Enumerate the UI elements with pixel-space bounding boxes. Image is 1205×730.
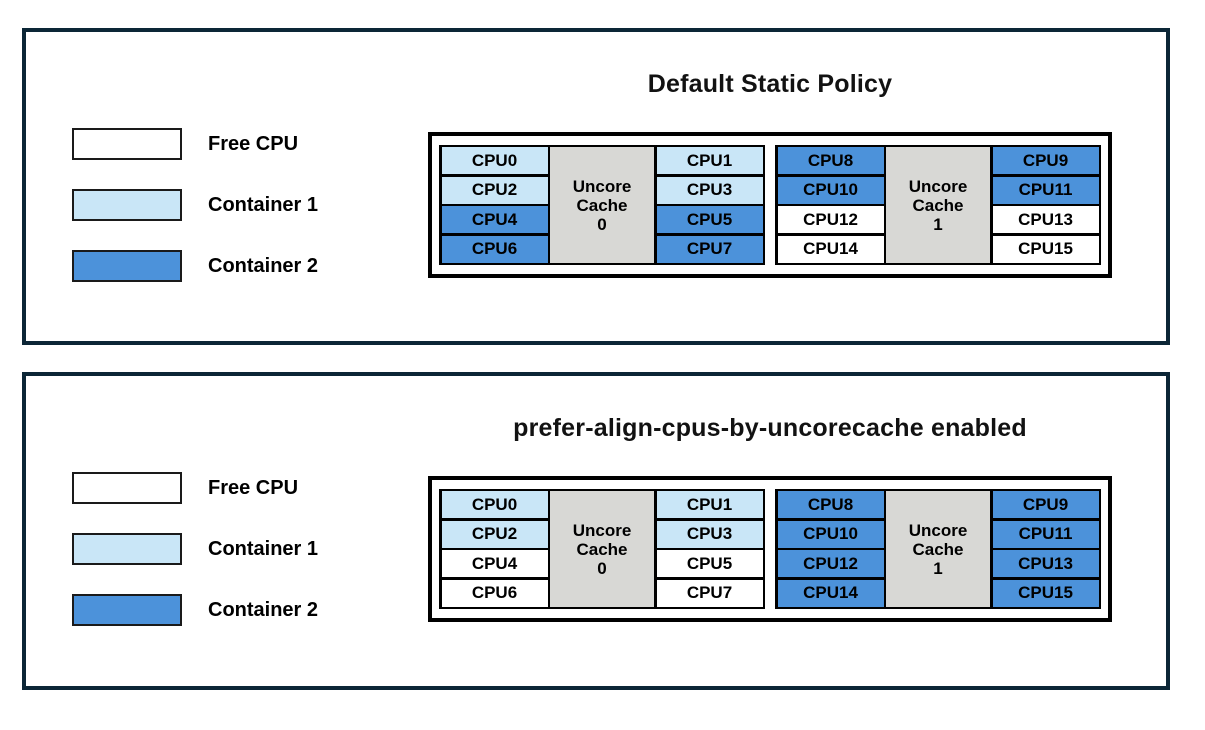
uncore-cache-group-0: CPU0 CPU2 CPU4 CPU6 Uncore Cache 0 CPU1 … — [439, 488, 765, 610]
panel-title: prefer-align-cpus-by-uncorecache enabled — [513, 414, 1027, 442]
uncore-cache-label-line: Uncore — [572, 520, 632, 540]
legend-item-container-2: Container 2 — [72, 250, 318, 282]
uncore-cache-label-line: Cache — [576, 539, 628, 559]
uncore-cache-block: Uncore Cache 1 — [886, 491, 990, 607]
cpu-cell: CPU15 — [992, 579, 1099, 607]
cpu-cell: CPU3 — [656, 520, 763, 548]
uncore-cache-label-line: 0 — [597, 214, 607, 234]
cpu-cell: CPU9 — [992, 147, 1099, 175]
cpu-cell: CPU4 — [441, 206, 548, 234]
uncore-cache-label-line: Cache — [912, 539, 964, 559]
cpu-cell: CPU0 — [441, 491, 548, 519]
legend-swatch-container-1 — [72, 189, 182, 221]
cpu-cell: CPU9 — [992, 491, 1099, 519]
cpu-cell: CPU13 — [992, 550, 1099, 578]
cpu-cell: CPU2 — [441, 520, 548, 548]
legend-item-free-cpu: Free CPU — [72, 472, 318, 504]
cpu-cell: CPU2 — [441, 176, 548, 204]
legend-item-container-2: Container 2 — [72, 594, 318, 626]
legend-swatch-free-cpu — [72, 472, 182, 504]
uncore-cache-group-0: CPU0 CPU2 CPU4 CPU6 Uncore Cache 0 CPU1 … — [439, 144, 765, 266]
legend-swatch-container-2 — [72, 250, 182, 282]
legend-label: Container 2 — [208, 254, 319, 277]
cpu-cell: CPU0 — [441, 147, 548, 175]
legend-swatch-container-1 — [72, 533, 182, 565]
uncore-cache-label-line: Uncore — [908, 176, 968, 196]
uncore-cache-label-line: 1 — [933, 214, 943, 234]
cpu-cell: CPU5 — [656, 550, 763, 578]
panel-title: Default Static Policy — [647, 70, 893, 98]
legend-label: Container 1 — [208, 193, 319, 216]
uncore-cache-label-line: Uncore — [572, 176, 632, 196]
legend-label: Free CPU — [208, 476, 299, 499]
uncore-cache-block: Uncore Cache 0 — [550, 491, 654, 607]
cpu-cell: CPU14 — [777, 235, 884, 263]
cpu-cell: CPU14 — [777, 579, 884, 607]
cpu-cell: CPU1 — [656, 491, 763, 519]
cpu-cell: CPU12 — [777, 550, 884, 578]
uncore-cache-block: Uncore Cache 1 — [886, 147, 990, 263]
cpu-cell: CPU4 — [441, 550, 548, 578]
legend-item-container-1: Container 1 — [72, 189, 318, 221]
cpu-cell: CPU7 — [656, 235, 763, 263]
cpu-cell: CPU3 — [656, 176, 763, 204]
cpu-cell: CPU1 — [656, 147, 763, 175]
cpu-cell: CPU8 — [777, 491, 884, 519]
legend-label: Free CPU — [208, 132, 299, 155]
cpu-cell: CPU12 — [777, 206, 884, 234]
cpu-cell: CPU15 — [992, 235, 1099, 263]
cpu-cell: CPU5 — [656, 206, 763, 234]
legend-label: Container 1 — [208, 537, 319, 560]
uncore-cache-group-1: CPU8 CPU10 CPU12 CPU14 Uncore Cache 1 CP… — [775, 144, 1101, 266]
legend-swatch-free-cpu — [72, 128, 182, 160]
cpu-cell: CPU7 — [656, 579, 763, 607]
cpu-cell: CPU11 — [992, 520, 1099, 548]
uncore-cache-group-1: CPU8 CPU10 CPU12 CPU14 Uncore Cache 1 CP… — [775, 488, 1101, 610]
uncore-cache-label-line: Cache — [576, 195, 628, 215]
cpu-cell: CPU6 — [441, 235, 548, 263]
legend: Free CPU Container 1 Container 2 — [72, 128, 318, 282]
uncore-cache-block: Uncore Cache 0 — [550, 147, 654, 263]
policy-panel-uncorecache-enabled: prefer-align-cpus-by-uncorecache enabled… — [22, 372, 1170, 690]
cpu-cell: CPU10 — [777, 520, 884, 548]
legend-item-free-cpu: Free CPU — [72, 128, 318, 160]
cpu-cell: CPU13 — [992, 206, 1099, 234]
socket-diagram: CPU0 CPU2 CPU4 CPU6 Uncore Cache 0 CPU1 … — [428, 476, 1112, 622]
uncore-cache-label-line: 0 — [597, 558, 607, 578]
legend: Free CPU Container 1 Container 2 — [72, 472, 318, 626]
cpu-cell: CPU6 — [441, 579, 548, 607]
uncore-cache-label-line: Uncore — [908, 520, 968, 540]
legend-swatch-container-2 — [72, 594, 182, 626]
policy-panel-default-static: Default Static Policy Free CPU Container… — [22, 28, 1170, 345]
cpu-cell: CPU8 — [777, 147, 884, 175]
uncore-cache-label-line: 1 — [933, 558, 943, 578]
socket-diagram: CPU0 CPU2 CPU4 CPU6 Uncore Cache 0 CPU1 … — [428, 132, 1112, 278]
legend-item-container-1: Container 1 — [72, 533, 318, 565]
legend-label: Container 2 — [208, 598, 319, 621]
cpu-cell: CPU11 — [992, 176, 1099, 204]
cpu-cell: CPU10 — [777, 176, 884, 204]
uncore-cache-label-line: Cache — [912, 195, 964, 215]
